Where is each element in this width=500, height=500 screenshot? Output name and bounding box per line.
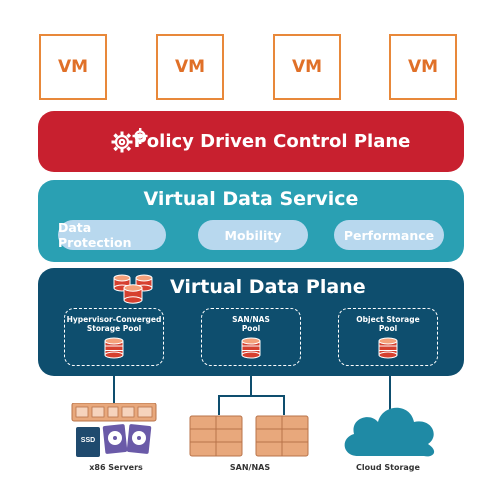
data-service-title: Virtual Data Service <box>143 188 359 210</box>
vm-box-3: VM <box>273 34 341 100</box>
performance-pill: Performance <box>334 220 444 250</box>
gears-icon <box>111 128 148 153</box>
pool-label-line1: Object Storage <box>356 315 420 324</box>
pool-label-line1: SAN/NAS <box>232 315 270 324</box>
ssd-label: SSD <box>80 437 96 444</box>
connector-line <box>389 376 391 412</box>
database-icon <box>378 337 398 359</box>
pool-label: Object Storage Pool <box>339 315 437 333</box>
connector-line <box>283 395 285 415</box>
data-plane-panel: Virtual Data Plane Hypervisor-Converged … <box>38 268 464 376</box>
object-storage-pool: Object Storage Pool <box>338 308 438 366</box>
vm-box-4: VM <box>389 34 457 100</box>
san-nas-pool: SAN/NAS Pool <box>201 308 301 366</box>
vm-label: VM <box>407 57 439 77</box>
control-plane-title: Policy Driven Control Plane <box>133 131 411 152</box>
database-icon <box>104 337 124 359</box>
database-icon <box>241 337 261 359</box>
hypervisor-converged-pool: Hypervisor-Converged Storage Pool <box>64 308 164 366</box>
x86-servers-label: x86 Servers <box>89 463 143 472</box>
pool-label: Hypervisor-Converged Storage Pool <box>65 315 163 333</box>
pool-label-line2: Pool <box>378 324 398 333</box>
pool-label-line2: Storage Pool <box>86 324 142 333</box>
pool-label: SAN/NAS Pool <box>202 315 300 333</box>
x86-servers-icon <box>71 403 157 457</box>
database-stack-icon <box>113 274 153 304</box>
vm-box-1: VM <box>39 34 107 100</box>
vm-box-2: VM <box>156 34 224 100</box>
connector-line <box>218 395 220 415</box>
data-service-panel: Virtual Data Service Data Protection Mob… <box>38 180 464 262</box>
pool-label-line2: Pool <box>241 324 261 333</box>
san-nas-label: SAN/NAS <box>229 463 271 472</box>
mobility-pill: Mobility <box>198 220 308 250</box>
cloud-storage-icon <box>344 407 435 457</box>
vm-label: VM <box>291 57 323 77</box>
control-plane-bar: Policy Driven Control Plane <box>38 111 464 172</box>
connector-line <box>218 395 284 397</box>
vm-label: VM <box>57 57 89 77</box>
connector-line <box>250 376 252 396</box>
data-plane-title: Virtual Data Plane <box>170 276 366 298</box>
data-protection-pill: Data Protection <box>58 220 166 250</box>
san-nas-icon <box>189 415 309 457</box>
pool-label-line1: Hypervisor-Converged <box>66 315 162 324</box>
connector-line <box>113 376 115 404</box>
vm-label: VM <box>174 57 206 77</box>
cloud-storage-label: Cloud Storage <box>356 463 420 472</box>
